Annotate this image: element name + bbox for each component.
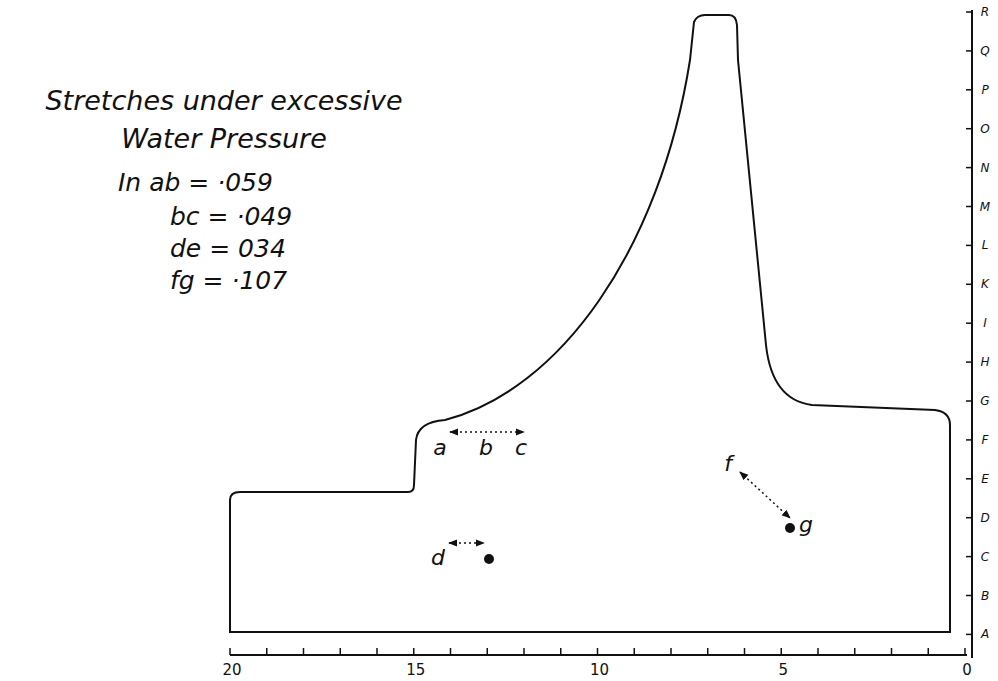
axis-tick bbox=[966, 50, 972, 52]
point-letter: b bbox=[479, 435, 493, 460]
heading: Stretches under excessive Water Pressure bbox=[14, 82, 434, 158]
axis-tick bbox=[450, 648, 452, 655]
axis-tick bbox=[560, 648, 562, 655]
stretch-fg bbox=[740, 472, 790, 518]
axis-tick bbox=[966, 595, 972, 597]
axis-tick bbox=[966, 89, 972, 91]
point-letter: c bbox=[515, 435, 527, 460]
axis-tick bbox=[707, 648, 709, 655]
level-letter: N bbox=[981, 161, 990, 175]
axis-tick bbox=[966, 128, 972, 130]
stretch-value: In ab = ·059 bbox=[118, 168, 273, 197]
level-letter: H bbox=[980, 355, 989, 369]
stretch-value: bc = ·049 bbox=[170, 202, 292, 231]
stretch-value: fg = ·107 bbox=[170, 266, 287, 295]
scale-number: 5 bbox=[778, 661, 788, 679]
axis-tick bbox=[891, 648, 893, 655]
axis-tick bbox=[966, 478, 972, 480]
point-letter: g bbox=[799, 512, 813, 537]
axis-tick bbox=[670, 648, 672, 655]
level-letter: D bbox=[980, 511, 989, 525]
axis-tick bbox=[966, 400, 972, 402]
axis-tick bbox=[966, 556, 972, 558]
level-letter: L bbox=[982, 238, 989, 252]
stretch-value: de = 034 bbox=[170, 234, 286, 263]
level-letter: Q bbox=[980, 44, 989, 58]
gauge-point bbox=[484, 554, 494, 564]
axis-tick bbox=[966, 322, 972, 324]
axis-tick bbox=[376, 648, 378, 655]
axis-tick bbox=[966, 167, 972, 169]
point-letter: f bbox=[724, 451, 732, 476]
height-axis bbox=[971, 10, 973, 658]
axis-tick bbox=[966, 284, 972, 286]
level-letter: K bbox=[981, 277, 989, 291]
stretch-de bbox=[449, 542, 484, 544]
gauge-point bbox=[785, 523, 795, 533]
axis-tick bbox=[966, 11, 972, 13]
level-letter: B bbox=[981, 589, 989, 603]
level-letter: E bbox=[981, 472, 989, 486]
axis-tick bbox=[928, 648, 930, 655]
scale-number: 20 bbox=[222, 661, 241, 679]
point-letter: a bbox=[433, 435, 446, 460]
axis-tick bbox=[966, 361, 972, 363]
axis-tick bbox=[854, 648, 856, 655]
axis-tick bbox=[781, 648, 783, 655]
axis-tick bbox=[340, 648, 342, 655]
axis-tick bbox=[597, 648, 599, 655]
level-letter: C bbox=[981, 550, 989, 564]
level-letter: P bbox=[981, 83, 988, 97]
scale-number: 10 bbox=[590, 661, 609, 679]
level-letter: G bbox=[980, 394, 989, 408]
level-letter: F bbox=[982, 433, 989, 447]
axis-tick bbox=[523, 648, 525, 655]
axis-tick bbox=[966, 245, 972, 247]
level-letter: O bbox=[980, 122, 989, 136]
axis-tick bbox=[413, 648, 415, 655]
axis-tick bbox=[266, 648, 268, 655]
axis-tick bbox=[744, 648, 746, 655]
axis-tick bbox=[487, 648, 489, 655]
level-letter: I bbox=[983, 316, 987, 330]
axis-tick bbox=[966, 517, 972, 519]
level-letter: M bbox=[980, 200, 990, 214]
scale-number: 0 bbox=[962, 661, 972, 679]
axis-tick bbox=[964, 648, 966, 655]
axis-tick bbox=[966, 634, 972, 636]
axis-tick bbox=[817, 648, 819, 655]
axis-tick bbox=[634, 648, 636, 655]
stretch-ab-c bbox=[450, 431, 524, 433]
scale-number: 15 bbox=[406, 661, 425, 679]
axis-tick bbox=[966, 439, 972, 441]
level-letter: R bbox=[981, 5, 989, 19]
level-letter: A bbox=[981, 627, 989, 641]
axis-tick bbox=[303, 648, 305, 655]
point-letter: d bbox=[431, 545, 445, 570]
axis-tick bbox=[229, 648, 231, 655]
axis-tick bbox=[966, 206, 972, 208]
